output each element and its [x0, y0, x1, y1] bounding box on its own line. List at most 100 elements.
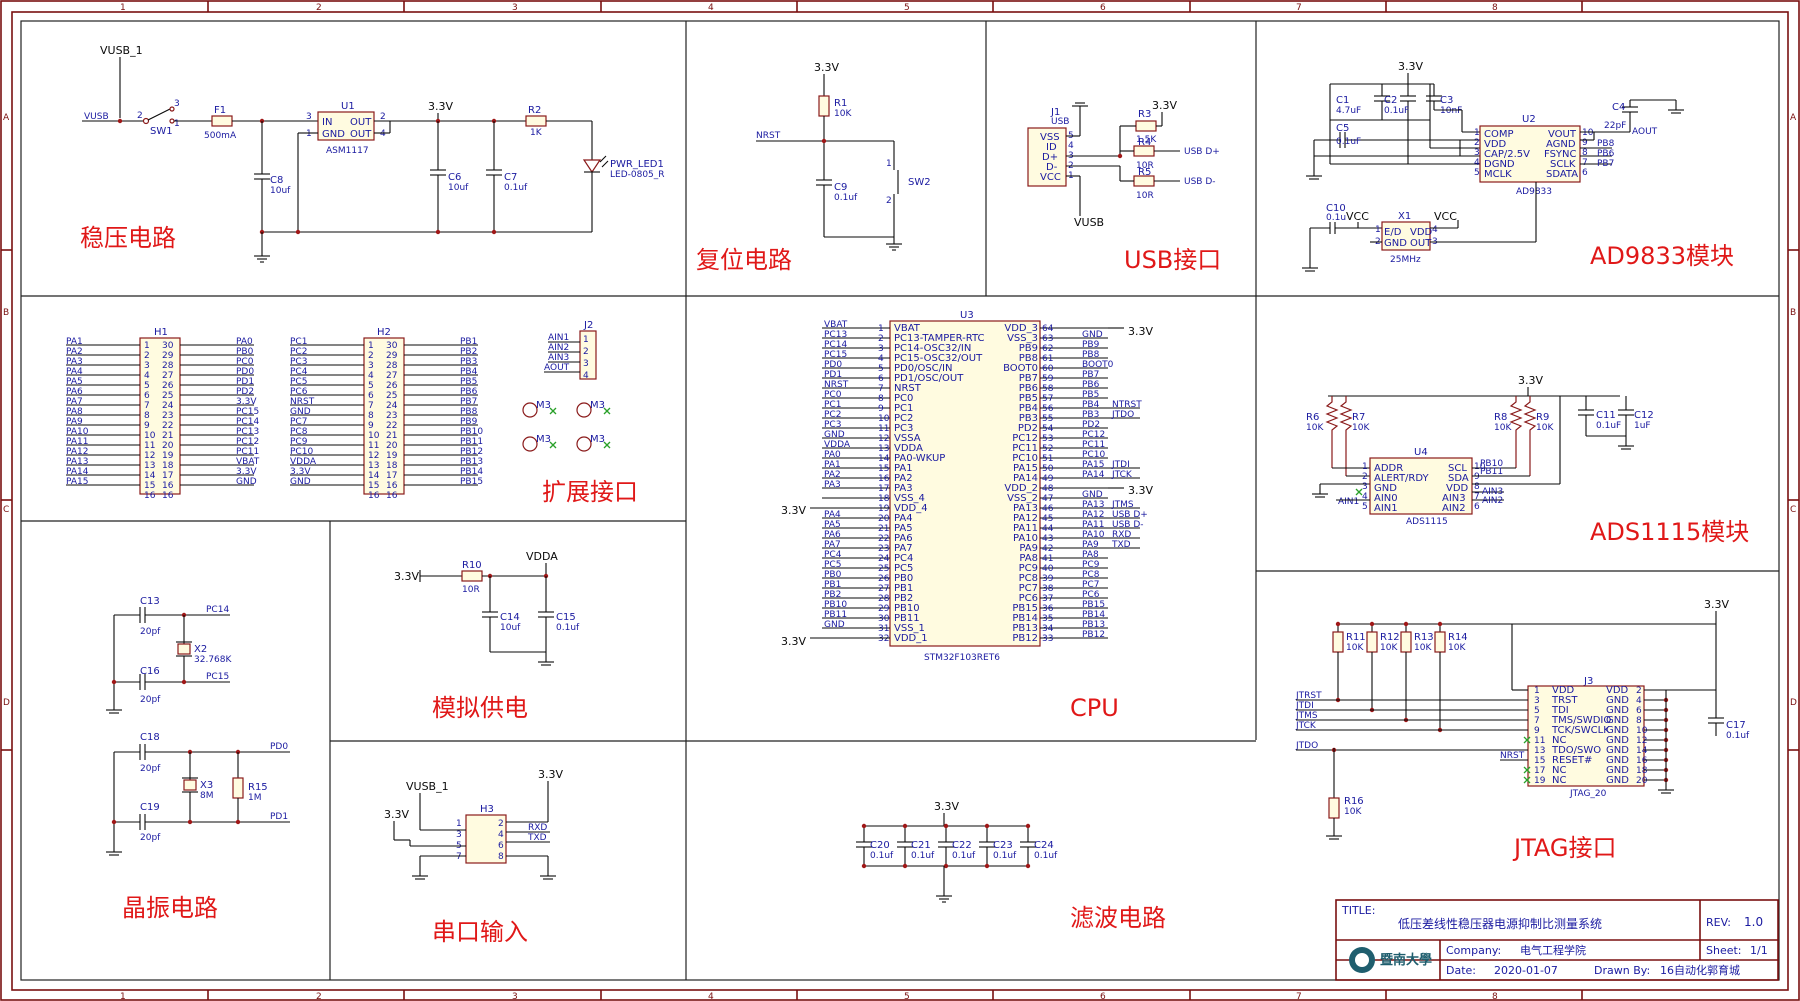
cpu-left-pin-20: PA5: [894, 523, 913, 534]
h1-left-num-12: 13: [144, 461, 155, 471]
svg-text:9: 9: [1474, 472, 1480, 482]
cpu-right-num-7: 57: [1042, 394, 1053, 404]
section-title-usb: USB接口: [1124, 246, 1221, 274]
svg-text:PC14: PC14: [206, 605, 229, 615]
svg-text:R7: R7: [1352, 412, 1365, 423]
header-h3: [465, 814, 507, 864]
c9-val: 0.1uf: [834, 193, 858, 203]
cpu-left-num-10: 11: [878, 424, 889, 434]
section-titles: 稳压电路 复位电路 USB接口 AD9833模块 扩展接口 CPU ADS111…: [80, 224, 1749, 946]
cpu-left-net-1: PC13: [824, 330, 847, 340]
svg-text:GND: GND: [1384, 238, 1407, 249]
h2-right-num-13: 17: [386, 471, 397, 481]
j3-right-pin-5: GND: [1606, 735, 1629, 746]
h1-right-num-4: 26: [162, 381, 174, 391]
cpu-left-net-26: PB1: [824, 580, 841, 590]
cpu-right-net-1: GND: [1082, 330, 1103, 340]
h2-left-net-13: 3.3V: [290, 467, 311, 477]
cpu-right-net-18: PA13: [1082, 500, 1104, 510]
j3-left-pin-4: TCK/SWCLK: [1551, 725, 1610, 736]
cpu-left-num-3: 4: [878, 354, 884, 364]
cpu-right-pin-22: PA9: [1019, 543, 1038, 554]
cpu-right-extra-9: JTDO: [1111, 410, 1134, 420]
v33-label-jtag: 3.3V: [1704, 598, 1729, 611]
j3-left-pin-0: VDD: [1552, 685, 1575, 696]
cpu-right-pin-18: PA13: [1013, 503, 1038, 514]
cpu-left-net-6: NRST: [824, 380, 849, 390]
cpu-right-num-23: 41: [1042, 554, 1053, 564]
j3-right-pin-2: GND: [1606, 705, 1629, 716]
v33-label-serial-left: 3.3V: [384, 808, 409, 821]
cpu-right-net-29: PB14: [1082, 610, 1105, 620]
h2-left-net-1: PC2: [290, 347, 307, 357]
cpu-left-pin-1: PC13-TAMPER-RTC: [894, 333, 984, 344]
nrst-net-reset: NRST: [756, 131, 781, 141]
svg-text:R5: R5: [1138, 167, 1151, 178]
jtag-net-2: JTMS: [1295, 711, 1318, 721]
section-title-serial: 串口输入: [432, 918, 528, 946]
section-title-ads1115: ADS1115模块: [1590, 518, 1749, 546]
h1-right-net-10: PC12: [236, 437, 259, 447]
h1-right-num-5: 25: [162, 391, 173, 401]
svg-text:10K: 10K: [1344, 807, 1362, 817]
jtag-net-0: JTRST: [1295, 691, 1322, 701]
svg-text:10K: 10K: [1536, 423, 1554, 433]
cpu-left-net-19: PA4: [824, 510, 841, 520]
svg-text:10: 10: [1474, 462, 1486, 472]
h1-left-net-1: PA2: [66, 347, 83, 357]
cpu-left-num-21: 22: [878, 534, 889, 544]
h1-left-net-2: PA3: [66, 357, 83, 367]
cpu-left-num-17: 18: [878, 494, 890, 504]
cpu-left-pin-21: PA6: [894, 533, 913, 544]
cpu-right-net-24: PC9: [1082, 560, 1100, 570]
crystal-circuit: C13 20pf PC14 X2 32.768K C16 20pf PC15 C…: [106, 596, 290, 856]
j3-left-pin-5: NC: [1552, 735, 1566, 746]
cpu-right-pin-7: PB5: [1019, 393, 1038, 404]
svg-text:ID: ID: [1046, 142, 1057, 153]
h2-right-num-14: 16: [386, 481, 398, 491]
svg-text:PB10: PB10: [1480, 459, 1503, 469]
crystal-x2: [177, 643, 191, 655]
cpu-left-num-27: 28: [878, 594, 890, 604]
svg-text:USB: USB: [1051, 117, 1069, 127]
h2-right-net-6: PB7: [460, 397, 477, 407]
jtag-res-ref-0: R11: [1346, 632, 1366, 643]
svg-text:1: 1: [306, 129, 312, 139]
h1-right-num-15: 16: [162, 491, 174, 501]
svg-text:SDA: SDA: [1448, 473, 1469, 484]
h2-left-num-14: 15: [368, 481, 379, 491]
svg-text:AIN3: AIN3: [1442, 493, 1466, 504]
h1-right-net-6: 3.3V: [236, 397, 257, 407]
rev-value: 1.0: [1744, 915, 1763, 929]
svg-text:C19: C19: [140, 802, 160, 813]
cpu-left-num-7: 8: [878, 394, 884, 404]
svg-text:8: 8: [498, 852, 504, 862]
cpu-right-num-3: 61: [1042, 354, 1053, 364]
ic-u3-stm32: [889, 320, 1041, 647]
cpu-left-net-12: VDDA: [824, 440, 851, 450]
usb-connector-j1: J1 USB VSS ID D+ D- VCC 5 4 3 2 1: [1027, 107, 1074, 187]
cpu-right-num-24: 40: [1042, 564, 1054, 574]
h1-left-net-10: PA11: [66, 437, 88, 447]
svg-text:0.1u: 0.1u: [1326, 213, 1346, 223]
cpu-left-net-29: PB11: [824, 610, 847, 620]
cpu-right-pin-6: PB6: [1019, 383, 1038, 394]
svg-text:AIN2: AIN2: [1442, 503, 1466, 514]
cpu-right-net-14: PA15: [1082, 460, 1104, 470]
cpu-right-pin-30: PB13: [1012, 623, 1038, 634]
h1-right-num-13: 17: [162, 471, 173, 481]
h1-left-num-2: 3: [144, 361, 150, 371]
h1-left-net-6: PA7: [66, 397, 83, 407]
cpu-left-pin-3: PC15-OSC32/OUT: [894, 353, 983, 364]
svg-text:2: 2: [498, 819, 504, 829]
h2-left-num-8: 9: [368, 421, 374, 431]
grid-col-7: 7: [1296, 3, 1302, 13]
grid-col-6: 6: [1100, 3, 1106, 13]
h2-left-num-7: 8: [368, 411, 374, 421]
filter-cap-dot-top-1: [902, 823, 908, 829]
svg-text:GND: GND: [1374, 483, 1397, 494]
cpu-right-pin-5: PB7: [1019, 373, 1038, 384]
cpu-right-net-10: PD2: [1082, 420, 1100, 430]
grid-col-3-bottom: 3: [512, 992, 518, 1001]
